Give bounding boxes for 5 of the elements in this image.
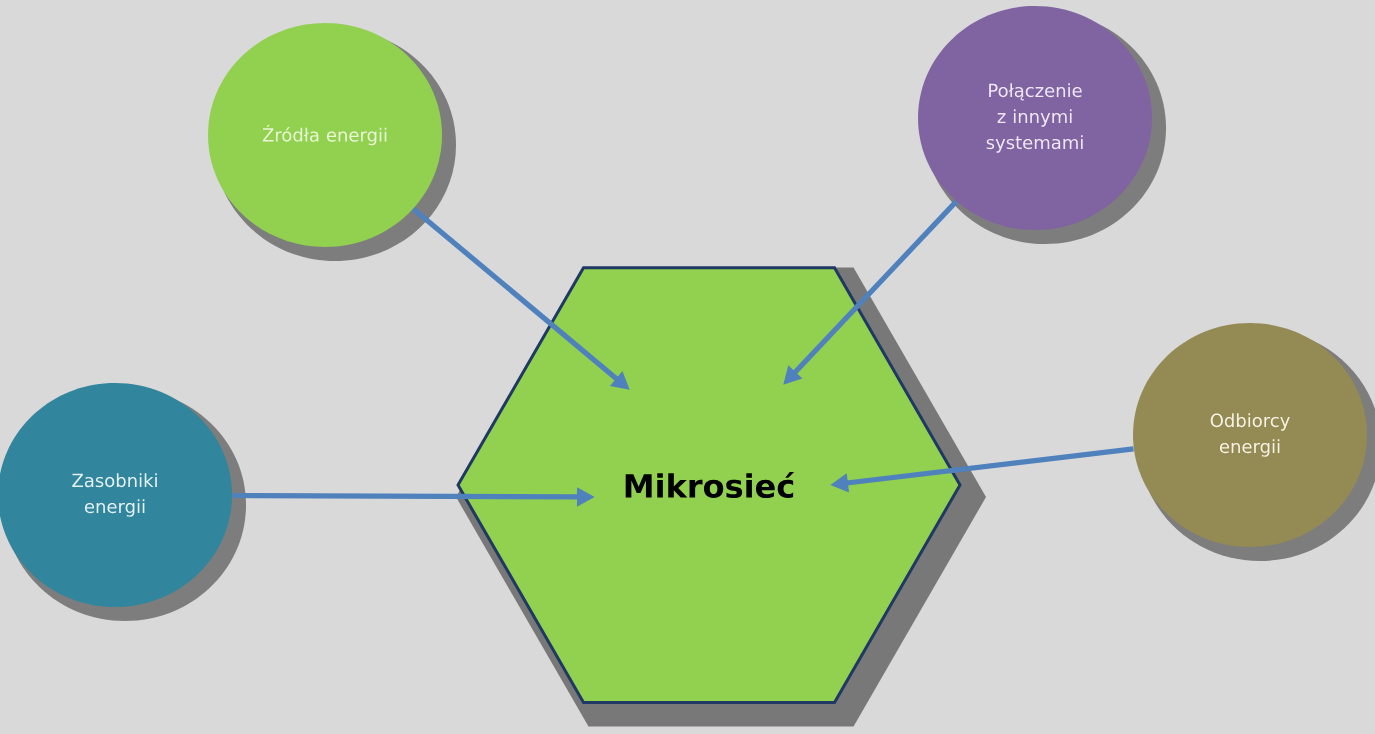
hexagon-node: Mikrosieć xyxy=(456,266,986,727)
circle-node: Odbiorcy energii xyxy=(1133,323,1375,561)
circle-node: Źródła energii xyxy=(208,23,456,261)
circle-node: Połączenie z innymi systemami xyxy=(918,6,1166,244)
circle-node: Zasobniki energii xyxy=(0,383,246,621)
